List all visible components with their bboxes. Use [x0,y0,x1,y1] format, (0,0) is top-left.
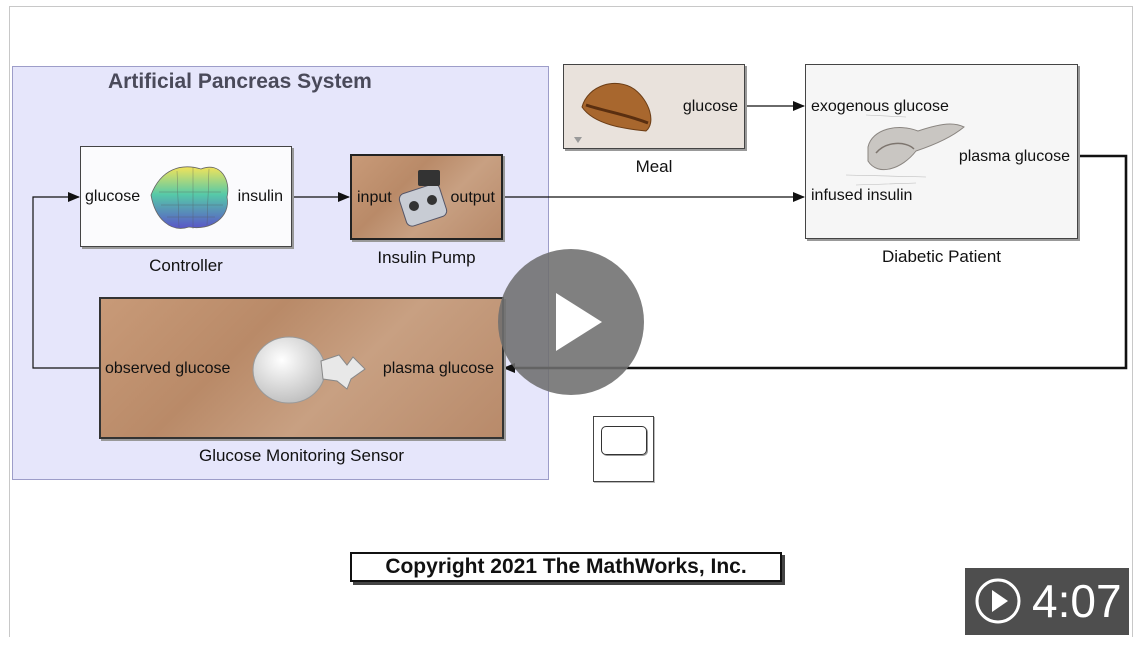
controller-in-port: glucose [85,188,141,205]
sandwich-icon [574,82,652,143]
video-duration: 4:07 [1032,575,1122,627]
meal-caption: Meal [635,157,673,176]
play-circle-icon [975,578,1021,624]
meal-out-port: glucose [682,98,738,115]
scope-screen-icon [601,426,647,455]
controller-block[interactable]: glucose insulin [80,146,292,247]
scope-block[interactable] [593,416,654,482]
surface-plot-icon [150,166,229,229]
subsystem-title: Artificial Pancreas System [108,70,372,93]
diabetic-patient-caption: Diabetic Patient [881,247,1002,266]
pancreas-icon [845,114,965,186]
insulin-pump-caption: Insulin Pump [377,248,476,267]
patient-in-port-exogenous: exogenous glucose [811,98,949,115]
copyright-label: Copyright 2021 The MathWorks, Inc. [350,552,782,582]
glucose-sensor-caption: Glucose Monitoring Sensor [198,446,405,465]
glucose-sensor-block[interactable]: observed glucose plasma glucose [99,297,504,439]
meal-block[interactable]: glucose [563,64,745,149]
insulin-pump-block[interactable]: input output [350,154,503,240]
line-sensor-to-controller [32,192,99,369]
line-patient-to-sensor [503,154,1128,373]
patient-in-port-insulin: infused insulin [811,187,913,204]
sensor-in-port: observed glucose [105,360,231,377]
glucose-sensor-icon [252,336,366,404]
play-button[interactable] [498,249,644,395]
sensor-out-port: plasma glucose [382,360,494,377]
play-icon [556,293,602,351]
patient-out-port: plasma glucose [958,148,1070,165]
controller-out-port: insulin [237,188,283,205]
controller-caption: Controller [149,256,223,275]
pump-out-port: output [450,189,495,206]
diabetic-patient-block[interactable]: exogenous glucose infused insulin plasma… [805,64,1078,239]
duration-badge[interactable]: 4:07 [965,568,1129,635]
pump-in-port: input [357,189,392,206]
insulin-pump-icon [398,170,448,227]
